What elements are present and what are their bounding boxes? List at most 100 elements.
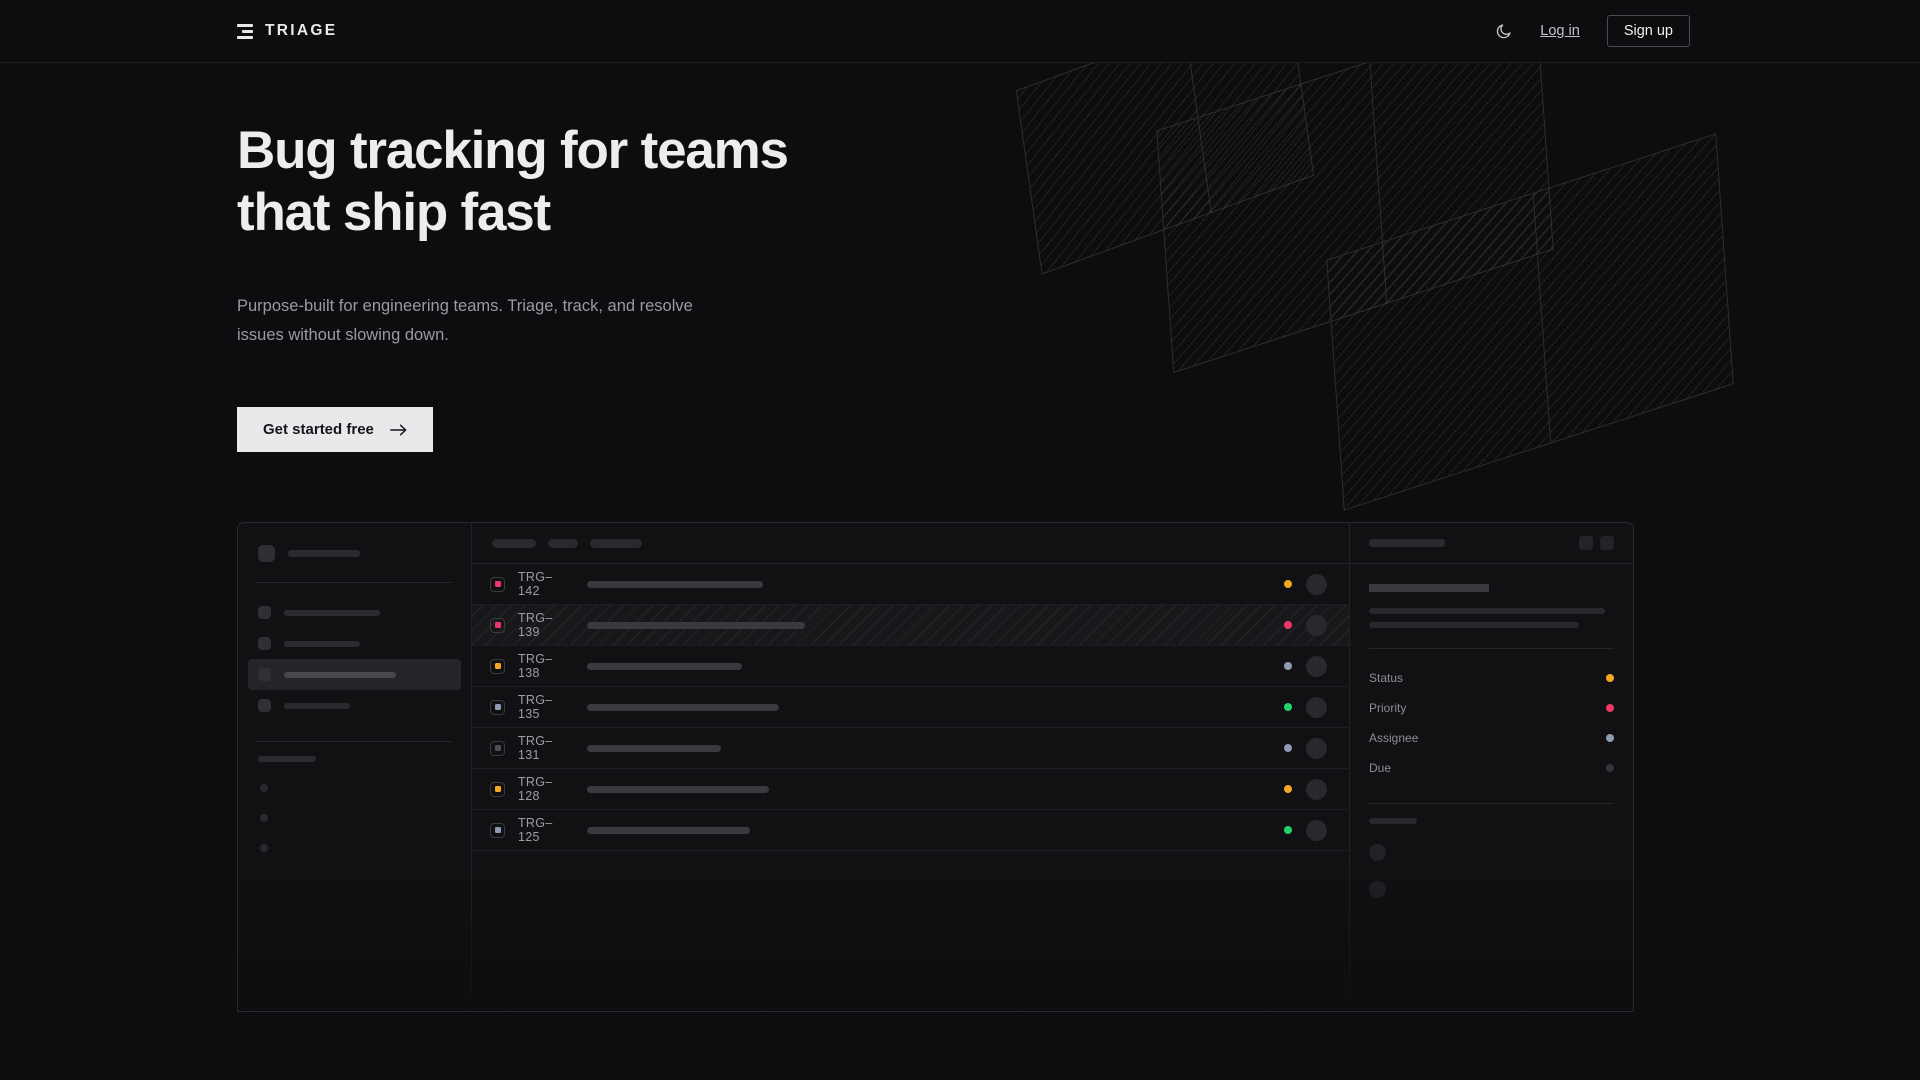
get-started-button[interactable]: Get started free: [237, 407, 433, 453]
filter-chip[interactable]: [590, 538, 642, 548]
sidebar-item-icon: [258, 637, 271, 650]
hero-section: Bug tracking for teams that ship fast Pu…: [237, 120, 957, 453]
detail-action-1-icon[interactable]: [1579, 536, 1593, 550]
issue-id: TRG–142: [518, 570, 553, 598]
sidebar-item-label-placeholder: [284, 702, 350, 709]
issue-id: TRG–139: [518, 611, 553, 639]
moon-icon[interactable]: [1495, 22, 1513, 40]
detail-activity-label-placeholder: [1369, 818, 1417, 824]
detail-meta-label: Due: [1369, 761, 1392, 775]
detail-meta-row-assignee[interactable]: Assignee: [1369, 723, 1614, 753]
workspace-avatar: [258, 545, 275, 562]
filter-chip[interactable]: [492, 538, 536, 548]
sidebar-item-1[interactable]: [248, 597, 461, 628]
detail-meta-value-dot: [1606, 764, 1614, 772]
table-row[interactable]: TRG–125: [472, 810, 1349, 851]
sidebar-project-dot[interactable]: [260, 814, 268, 822]
detail-meta-row-priority[interactable]: Priority: [1369, 693, 1614, 723]
row-meta: [1284, 655, 1327, 677]
sidebar-item-icon: [258, 699, 271, 712]
table-row[interactable]: TRG–139: [472, 605, 1349, 646]
detail-meta-row-status[interactable]: Status: [1369, 663, 1614, 693]
detail-meta-label: Status: [1369, 671, 1404, 685]
issue-title-placeholder: [587, 580, 763, 588]
table-row[interactable]: TRG–142: [472, 564, 1349, 605]
avatar: [1306, 614, 1327, 636]
status-badge: [1284, 662, 1292, 670]
sidebar-item-2[interactable]: [248, 628, 461, 659]
app-sidebar: [238, 523, 472, 1011]
issue-type-badge: [490, 699, 505, 715]
issue-title-placeholder: [587, 785, 769, 793]
sidebar-nav: [248, 597, 461, 721]
row-meta: [1284, 573, 1327, 595]
detail-divider-bottom: [1369, 803, 1614, 804]
heading-line-2: that ship fast: [237, 183, 551, 242]
issue-title-placeholder: [587, 826, 750, 834]
issue-id: TRG–131: [518, 734, 553, 762]
table-row[interactable]: TRG–135: [472, 687, 1349, 728]
sidebar-item-3[interactable]: [248, 659, 461, 690]
brand-name: TRIAGE: [265, 22, 338, 39]
detail-divider-top: [1369, 648, 1614, 649]
avatar: [1306, 696, 1327, 718]
sidebar-section-label: [258, 756, 316, 762]
status-badge: [1284, 621, 1292, 629]
table-row[interactable]: TRG–138: [472, 646, 1349, 687]
table-row[interactable]: TRG–131: [472, 728, 1349, 769]
issue-type-badge: [490, 822, 505, 838]
detail-text-line: [1369, 608, 1605, 614]
avatar: [1306, 737, 1327, 759]
sidebar-workspace[interactable]: [256, 539, 453, 562]
row-meta: [1284, 737, 1327, 759]
sidebar-item-4[interactable]: [248, 690, 461, 721]
issue-type-badge: [490, 781, 505, 797]
site-header: TRIAGE Log in Sign up: [0, 0, 1920, 63]
detail-meta-row-due[interactable]: Due: [1369, 753, 1614, 783]
detail-meta-value-dot: [1606, 734, 1614, 742]
table-row[interactable]: TRG–128: [472, 769, 1349, 810]
issue-id: TRG–128: [518, 775, 553, 803]
detail-meta-label: Assignee: [1369, 731, 1419, 745]
sidebar-item-icon: [258, 668, 271, 681]
row-meta: [1284, 614, 1327, 636]
avatar: [1306, 573, 1327, 595]
issue-type-badge: [490, 617, 505, 633]
detail-issue-title-placeholder: [1369, 584, 1489, 592]
row-meta: [1284, 819, 1327, 841]
sidebar-divider-top: [256, 582, 453, 583]
sidebar-item-icon: [258, 606, 271, 619]
issue-title-placeholder: [587, 621, 805, 629]
sidebar-project-dot[interactable]: [260, 844, 268, 852]
cta-label: Get started free: [263, 421, 374, 439]
hero-subheading: Purpose-built for engineering teams. Tri…: [237, 297, 693, 345]
sidebar-project-dots: [256, 784, 453, 852]
brand-logo[interactable]: TRIAGE: [237, 22, 337, 40]
signup-button[interactable]: Sign up: [1606, 15, 1690, 47]
avatar: [1306, 655, 1327, 677]
issue-id: TRG–125: [518, 816, 553, 844]
detail-action-buttons: [1579, 536, 1614, 550]
heading-line-1: Bug tracking for teams: [237, 121, 789, 180]
issue-type-badge: [490, 576, 505, 592]
issue-title-placeholder: [587, 703, 779, 711]
avatar: [1306, 819, 1327, 841]
detail-title-placeholder: [1369, 539, 1445, 547]
detail-text-line: [1369, 622, 1579, 628]
login-link[interactable]: Log in: [1540, 23, 1580, 39]
filter-chip[interactable]: [548, 538, 578, 548]
issue-type-badge: [490, 658, 505, 674]
status-badge: [1284, 785, 1292, 793]
avatar: [1306, 778, 1327, 800]
detail-meta-value-dot: [1606, 674, 1614, 682]
status-badge: [1284, 744, 1292, 752]
sidebar-project-dot[interactable]: [260, 784, 268, 792]
avatar: [1369, 844, 1386, 861]
decorative-panel-3: [1326, 133, 1734, 511]
detail-action-2-icon[interactable]: [1600, 536, 1614, 550]
